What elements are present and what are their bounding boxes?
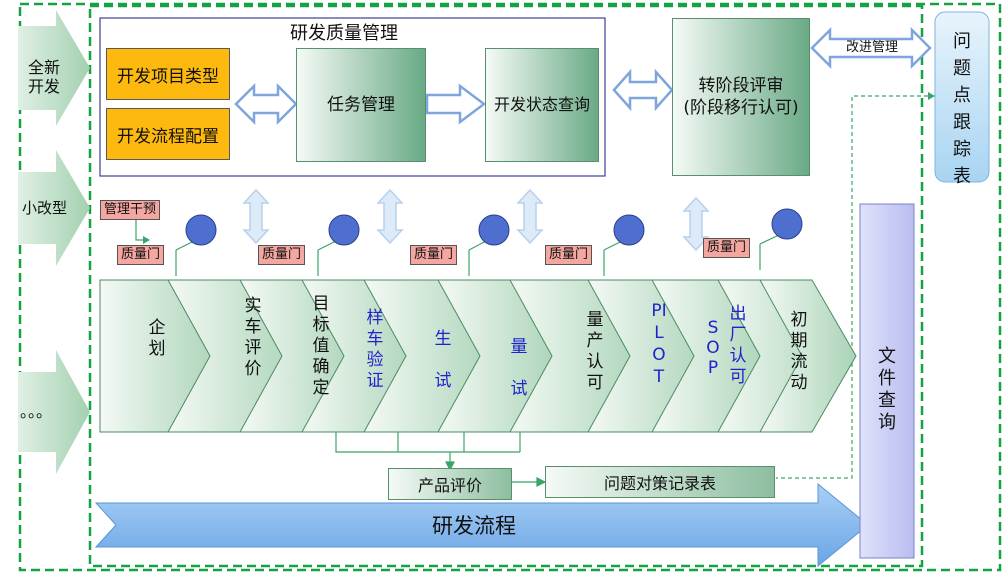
stage-review-line1: 转阶段评审 (698, 76, 784, 96)
new-dev-label: 全新 开发 (28, 58, 61, 96)
mgmt-connector (135, 220, 146, 241)
issue-record-box[interactable]: 问题对策记录表 (545, 466, 775, 498)
eval-connectors (335, 432, 547, 487)
outer-frame (18, 2, 1002, 572)
dev-process-config-box[interactable]: 开发流程配置 (106, 108, 230, 160)
stage-label: 出厂认可 (729, 304, 747, 387)
quality-gate-4: 质量门 (545, 245, 593, 265)
stage-label: 量试 (510, 337, 528, 399)
stage-label: 目标值确定 (312, 294, 330, 398)
others-arrow (18, 350, 90, 474)
stage-label: 实车评价 (244, 296, 262, 379)
gate-circle (328, 214, 360, 246)
stage-label: 样车验证 (366, 308, 384, 391)
gate-circle (478, 214, 510, 246)
rd-process-arrow (94, 482, 869, 568)
product-eval-box[interactable]: 产品评价 (388, 468, 512, 500)
stage-label: PILOT (651, 301, 667, 387)
stage-review-line2: (阶段移行认可) (683, 98, 799, 118)
issue-tracker-label[interactable]: 问题点跟踪表 (953, 31, 971, 187)
mgmt-intervene-label: 管理干预 (100, 200, 161, 220)
link-arrow-2 (425, 83, 487, 125)
issue-tracker-box (934, 11, 990, 183)
improvement-label: 改进管理 (846, 40, 899, 55)
inner-frame (88, 4, 924, 568)
link-arrow-3 (612, 68, 674, 112)
new-dev-arrow (18, 10, 90, 126)
dev-project-type-box[interactable]: 开发项目类型 (106, 48, 230, 100)
quality-gate-5: 质量门 (703, 238, 751, 258)
minor-change-arrow (18, 150, 90, 266)
quality-gate-1: 质量门 (117, 245, 165, 265)
improve-arrow (810, 26, 932, 70)
doc-query-label[interactable]: 文件查询 (878, 346, 896, 433)
dev-status-query-box[interactable]: 开发状态查询 (485, 48, 599, 162)
doc-query-bar (859, 203, 915, 559)
quality-gate-markers (175, 208, 803, 276)
stage-label: 企划 (148, 318, 166, 359)
stage-label: 量产认可 (586, 310, 604, 393)
gate-circle (185, 214, 217, 246)
others-label: 。。。 (20, 402, 53, 421)
gate-circle (613, 214, 645, 246)
gate-circle (771, 208, 803, 240)
feedback-line (776, 95, 935, 479)
stage-review-box[interactable]: 转阶段评审 (阶段移行认可) (672, 18, 810, 176)
minor-change-label: 小改型 (22, 199, 68, 217)
quality-gate-2: 质量门 (258, 245, 306, 265)
task-mgmt-box[interactable]: 任务管理 (296, 48, 426, 162)
rd-quality-title: 研发质量管理 (290, 23, 398, 44)
stage-label: SOP (706, 318, 720, 378)
rd-process-label: 研发流程 (432, 514, 516, 538)
stage-chevrons (99, 279, 857, 433)
quality-gate-3: 质量门 (410, 245, 458, 265)
stage-label: 生试 (434, 329, 452, 391)
vertical-arrows (242, 188, 710, 252)
stage-label: 初期流动 (790, 310, 808, 393)
